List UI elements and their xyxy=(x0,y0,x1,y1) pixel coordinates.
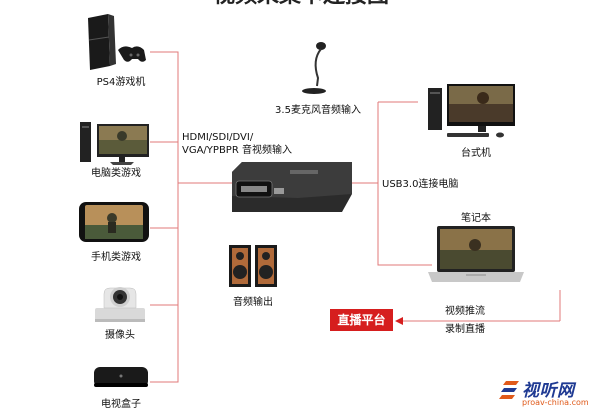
left-bus-line xyxy=(150,51,179,383)
mobile-games-icon xyxy=(79,202,149,242)
live-platform-badge: 直播平台 xyxy=(330,309,393,331)
watermark-logo-icon xyxy=(499,381,519,399)
input-label-line1: HDMI/SDI/DVI/ xyxy=(182,132,254,143)
usb-bus-line xyxy=(377,102,432,266)
stream-label-line1: 视频推流 xyxy=(445,306,485,317)
desktop-computer-icon xyxy=(428,84,515,138)
source-label-tv-box: 电视盒子 xyxy=(101,399,141,410)
watermark-main-text: 视听网 xyxy=(522,381,575,401)
desktop-label: 台式机 xyxy=(461,148,491,159)
speakers-icon xyxy=(229,245,277,287)
ptz-camera-icon xyxy=(95,287,145,322)
source-label-ps4: PS4游戏机 xyxy=(96,77,146,88)
tv-box-icon xyxy=(94,367,148,387)
usb-label: USB3.0连接电脑 xyxy=(382,179,459,190)
stream-label-line2: 录制直播 xyxy=(445,324,485,335)
speaker-label: 音频输出 xyxy=(233,297,273,308)
watermark-logo: 视听网 proav-china.com xyxy=(500,374,600,414)
microphone-icon xyxy=(302,42,326,94)
source-label-mobile-games: 手机类游戏 xyxy=(91,252,141,263)
pc-games-icon xyxy=(80,122,149,165)
laptop-label: 笔记本 xyxy=(461,213,491,224)
source-label-pc-games: 电脑类游戏 xyxy=(91,168,141,179)
header-title-partial: 视频采集卡连接图 xyxy=(213,0,389,8)
watermark-sub-text: proav-china.com xyxy=(522,398,589,407)
capture-card-icon xyxy=(232,162,352,212)
ps4-console-icon xyxy=(88,14,146,70)
mic-label: 3.5麦克风音频输入 xyxy=(275,105,361,116)
laptop-icon xyxy=(428,226,524,282)
connection-lines xyxy=(150,51,561,383)
input-label-line2: VGA/YPBPR 音视频输入 xyxy=(182,145,292,156)
source-label-camera: 摄像头 xyxy=(105,330,135,341)
arrow-to-live-platform xyxy=(395,317,403,325)
